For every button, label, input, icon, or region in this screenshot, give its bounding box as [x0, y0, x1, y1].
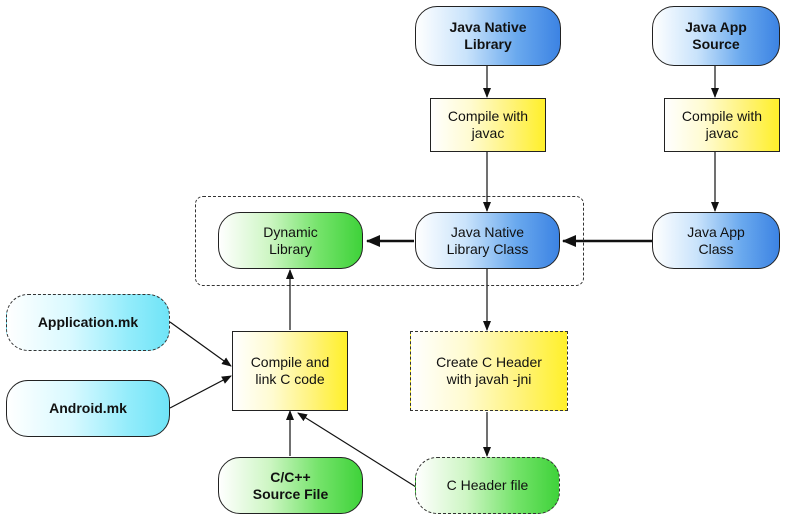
- application-mk-node: Application.mk: [6, 294, 170, 351]
- dynamic-library-node: Dynamic Library: [218, 212, 363, 269]
- c-source-file-label: C/C++ Source File: [252, 468, 329, 502]
- java-app-source-label: Java App Source: [685, 19, 747, 52]
- java-native-library-label: Java Native Library: [449, 19, 527, 52]
- dynamic-library-label: Dynamic Library: [263, 223, 318, 257]
- compile-link-c-node: Compile and link C code: [232, 331, 348, 411]
- arrow-android-mk-to-compile-link: [169, 375, 232, 409]
- c-header-file-label: C Header file: [446, 477, 529, 493]
- c-source-file-node: C/C++ Source File: [218, 457, 363, 514]
- java-app-class-label: Java App Class: [687, 223, 745, 257]
- android-mk-node: Android.mk: [6, 380, 170, 437]
- compile-javac-app-node: Compile with javac: [664, 98, 780, 152]
- android-mk-label: Android.mk: [49, 400, 127, 416]
- arrow-header-file-to-compile-link: [297, 412, 417, 488]
- application-mk-label: Application.mk: [37, 314, 139, 330]
- java-app-class-node: Java App Class: [652, 212, 780, 269]
- java-app-source-node: Java App Source: [652, 6, 780, 66]
- java-native-library-node: Java Native Library: [415, 6, 561, 66]
- output-group-frame: [195, 196, 584, 286]
- compile-javac-app-label: Compile with javac: [681, 108, 763, 141]
- java-native-library-class-node: Java Native Library Class: [415, 212, 560, 269]
- create-c-header-label: Create C Header with javah -jni: [436, 354, 542, 387]
- java-native-library-class-label: Java Native Library Class: [446, 223, 529, 257]
- arrow-application-mk-to-compile-link: [169, 321, 232, 367]
- compile-javac-native-node: Compile with javac: [430, 98, 546, 152]
- c-header-file-node: C Header file: [415, 457, 560, 514]
- create-c-header-node: Create C Header with javah -jni: [410, 331, 568, 411]
- compile-javac-native-label: Compile with javac: [447, 108, 529, 141]
- compile-link-c-label: Compile and link C code: [250, 354, 330, 387]
